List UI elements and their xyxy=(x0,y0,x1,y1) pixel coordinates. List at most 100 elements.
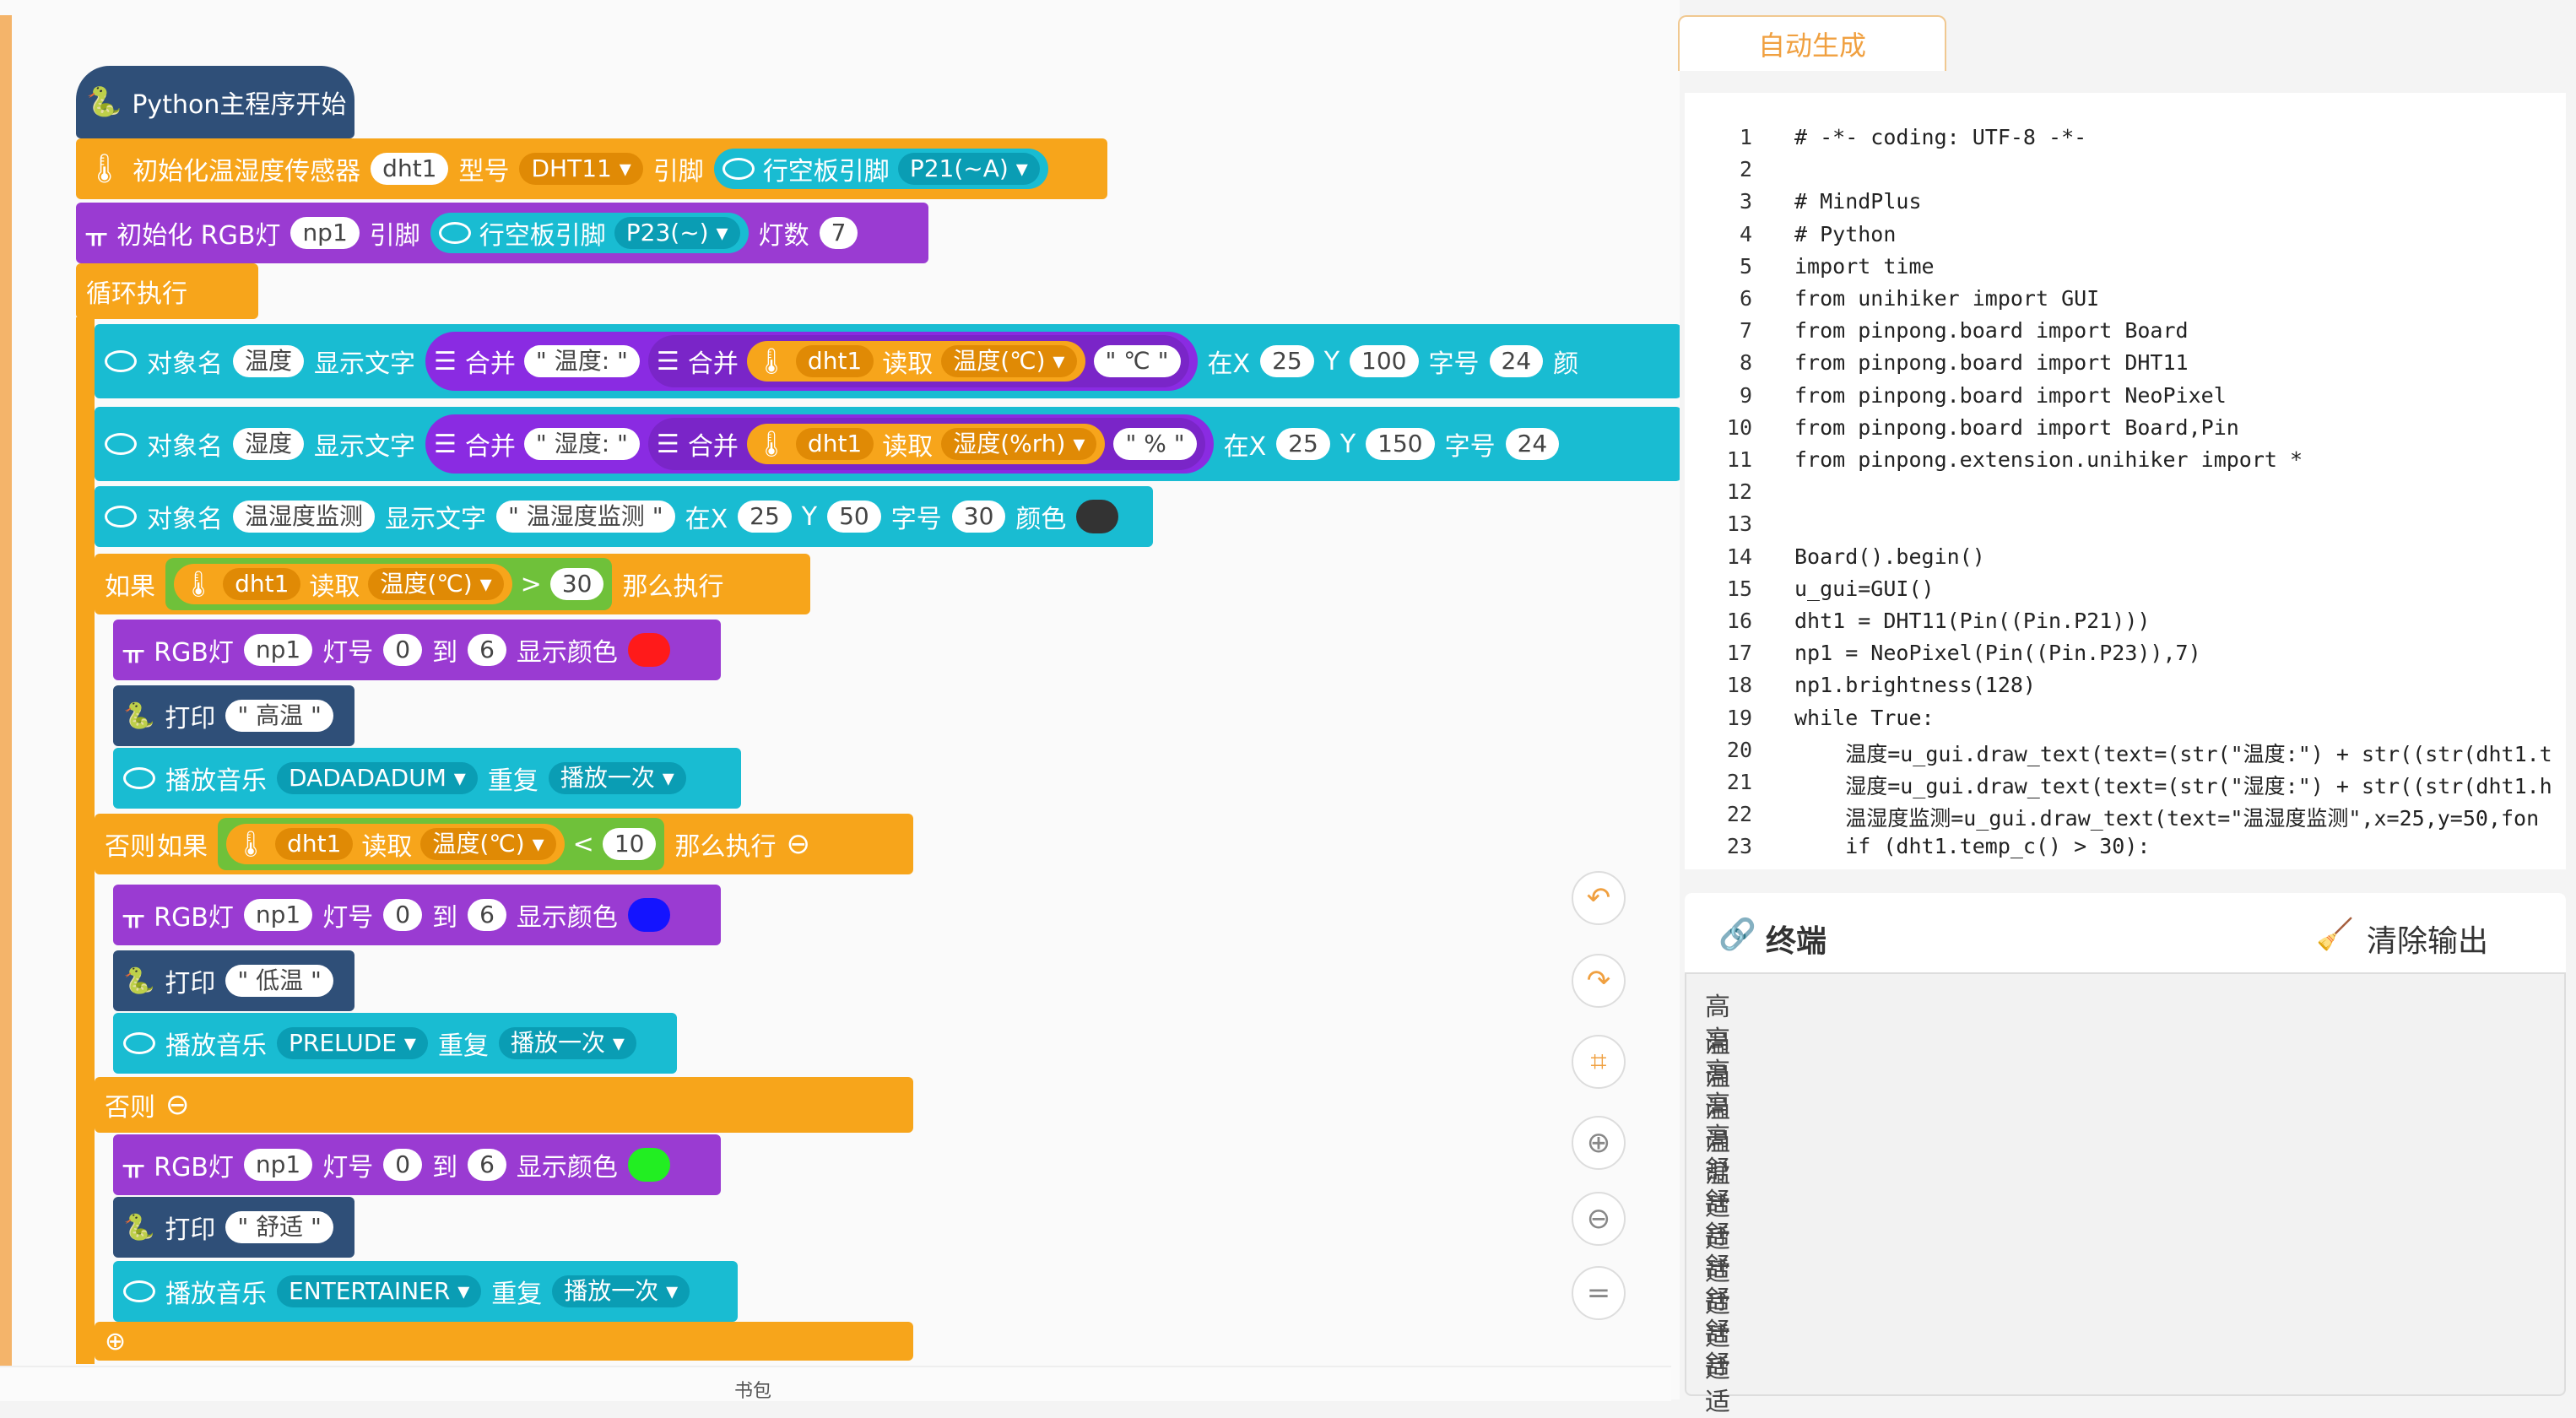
code-line[interactable]: np1 = NeoPixel(Pin((Pin.P23)),7) xyxy=(1794,641,2201,666)
obj-field[interactable]: 温度 xyxy=(233,345,305,377)
unit-field[interactable]: " ℃ " xyxy=(1093,345,1181,377)
merge-block[interactable]: ☰ 合并 " 湿度: " ☰ 合并 🌡 dht1 读取 湿度(%rh) ▾ " … xyxy=(425,414,1214,474)
board-pin-block[interactable]: 行空板引脚 P23(~) ▾ xyxy=(430,213,749,253)
tab-auto-generate[interactable]: 自动生成 xyxy=(1678,15,1946,71)
remove-branch-icon[interactable]: ⊖ xyxy=(786,827,810,861)
x-field[interactable]: 25 xyxy=(738,501,792,533)
reset-zoom-icon[interactable]: = xyxy=(1572,1266,1626,1320)
to-field[interactable]: 6 xyxy=(468,1149,506,1181)
to-field[interactable]: 6 xyxy=(468,634,506,666)
code-line[interactable]: while True: xyxy=(1794,705,1935,730)
string-field[interactable]: " 温湿度监测 " xyxy=(496,501,675,533)
string-field[interactable]: " 温度: " xyxy=(523,345,640,377)
else-block[interactable]: 否则 ⊖ xyxy=(95,1077,913,1133)
repeat-dropdown[interactable]: 播放一次 ▾ xyxy=(552,1275,690,1307)
obj-field[interactable]: 湿度 xyxy=(233,428,305,460)
remove-branch-icon[interactable]: ⊖ xyxy=(165,1088,190,1122)
model-dropdown[interactable]: DHT11 ▾ xyxy=(519,153,643,185)
y-field[interactable]: 100 xyxy=(1350,345,1419,377)
np-field[interactable]: np1 xyxy=(243,899,313,931)
color-swatch[interactable] xyxy=(1076,500,1119,533)
merge-inner-block[interactable]: ☰ 合并 🌡 dht1 读取 湿度(%rh) ▾ " % " xyxy=(647,418,1205,470)
init-dht-block[interactable]: 🌡 初始化温湿度传感器 dht1 型号 DHT11 ▾ 引脚 行空板引脚 P21… xyxy=(76,138,1107,199)
compare-block[interactable]: 🌡 dht1 读取 温度(℃) ▾ < 10 xyxy=(218,818,665,870)
from-field[interactable]: 0 xyxy=(383,1149,423,1181)
np-field[interactable]: np1 xyxy=(243,634,313,666)
board-pin-block[interactable]: 行空板引脚 P21(~A) ▾ xyxy=(713,149,1048,189)
backpack-label[interactable]: 书包 xyxy=(734,1381,772,1402)
code-line[interactable]: if (dht1.temp_c() > 30): xyxy=(1794,834,2151,859)
clear-icon[interactable]: 🧹 xyxy=(2316,917,2354,952)
clear-output-button[interactable]: 清除输出 xyxy=(2367,924,2489,959)
to-field[interactable]: 6 xyxy=(468,899,506,931)
count-field[interactable]: 7 xyxy=(819,217,858,249)
repeat-dropdown[interactable]: 播放一次 ▾ xyxy=(498,1027,636,1059)
x-field[interactable]: 25 xyxy=(1276,428,1330,460)
code-line[interactable]: u_gui=GUI() xyxy=(1794,576,1935,601)
y-field[interactable]: 150 xyxy=(1366,428,1435,460)
play-music-block-2[interactable]: 播放音乐 PRELUDE ▾ 重复 播放一次 ▾ xyxy=(113,1013,677,1074)
block-workspace[interactable]: 🐍 Python主程序开始 🌡 初始化温湿度传感器 dht1 型号 DHT11 … xyxy=(0,0,1680,1399)
code-line[interactable]: from pinpong.board import Board,Pin xyxy=(1794,414,2239,440)
size-field[interactable]: 30 xyxy=(951,501,1006,533)
dht-read-block[interactable]: 🌡 dht1 读取 温度(℃) ▾ xyxy=(226,824,565,864)
dht-field[interactable]: dht1 xyxy=(223,568,301,600)
from-field[interactable]: 0 xyxy=(383,899,423,931)
size-field[interactable]: 24 xyxy=(1489,345,1544,377)
play-music-block-1[interactable]: 播放音乐 DADADADUM ▾ 重复 播放一次 ▾ xyxy=(113,748,741,809)
color-swatch-red[interactable] xyxy=(627,633,670,667)
color-swatch-green[interactable] xyxy=(627,1148,670,1182)
value-field[interactable]: 30 xyxy=(549,568,604,600)
repeat-dropdown[interactable]: 播放一次 ▾ xyxy=(548,762,686,794)
code-line[interactable]: # -*- coding: UTF-8 -*- xyxy=(1794,125,2087,149)
print-block-2[interactable]: 🐍 打印 " 低温 " xyxy=(113,950,354,1011)
size-field[interactable]: 24 xyxy=(1505,428,1560,460)
obj-field[interactable]: 温湿度监测 xyxy=(233,501,376,533)
prop-dropdown[interactable]: 温度(℃) ▾ xyxy=(368,568,504,600)
print-block-1[interactable]: 🐍 打印 " 高温 " xyxy=(113,685,354,746)
dht-field[interactable]: dht1 xyxy=(795,428,874,460)
backpack-bar[interactable] xyxy=(0,1366,1671,1401)
operator[interactable]: < xyxy=(572,829,594,859)
print-text-field[interactable]: " 高温 " xyxy=(225,700,333,732)
zoom-out-icon[interactable]: ⊖ xyxy=(1572,1192,1626,1246)
dht-name-field[interactable]: dht1 xyxy=(371,153,449,185)
crop-icon[interactable]: ⌗ xyxy=(1572,1035,1626,1089)
np-name-field[interactable]: np1 xyxy=(290,217,360,249)
code-line[interactable]: dht1 = DHT11(Pin((Pin.P21))) xyxy=(1794,609,2151,633)
code-line[interactable]: from pinpong.board import Board xyxy=(1794,318,2189,344)
draw-text-temp-block[interactable]: 对象名 温度 显示文字 ☰ 合并 " 温度: " ☰ 合并 🌡 dht1 读取 … xyxy=(95,324,1680,398)
code-line[interactable]: from pinpong.board import DHT11 xyxy=(1794,350,2189,376)
np-field[interactable]: np1 xyxy=(243,1149,313,1181)
pin-dropdown[interactable]: P21(~A) ▾ xyxy=(897,153,1040,185)
init-rgb-block[interactable]: ᚂ 初始化 RGB灯 np1 引脚 行空板引脚 P23(~) ▾ 灯数 7 xyxy=(76,203,928,263)
dht-field[interactable]: dht1 xyxy=(275,828,354,860)
draw-text-humidity-block[interactable]: 对象名 湿度 显示文字 ☰ 合并 " 湿度: " ☰ 合并 🌡 dht1 读取 … xyxy=(95,407,1680,481)
merge-inner-block[interactable]: ☰ 合并 🌡 dht1 读取 温度(℃) ▾ " ℃ " xyxy=(647,335,1189,387)
tune-dropdown[interactable]: PRELUDE ▾ xyxy=(277,1027,428,1059)
redo-icon[interactable]: ↷ xyxy=(1572,954,1626,1008)
prop-dropdown[interactable]: 温度(℃) ▾ xyxy=(941,345,1077,377)
rgb-set-block-2[interactable]: ᚂ RGB灯 np1 灯号 0 到 6 显示颜色 xyxy=(113,885,721,945)
color-swatch-blue[interactable] xyxy=(627,898,670,932)
prop-dropdown[interactable]: 湿度(%rh) ▾ xyxy=(941,428,1097,460)
draw-text-title-block[interactable]: 对象名 温湿度监测 显示文字 " 温湿度监测 " 在X 25 Y 50 字号 3… xyxy=(95,486,1153,547)
play-music-block-3[interactable]: 播放音乐 ENTERTAINER ▾ 重复 播放一次 ▾ xyxy=(113,1261,738,1322)
code-line[interactable]: import time xyxy=(1794,253,1935,279)
code-line[interactable]: from pinpong.board import NeoPixel xyxy=(1794,382,2227,408)
code-line[interactable]: from unihiker import GUI xyxy=(1794,286,2100,311)
prop-dropdown[interactable]: 温度(℃) ▾ xyxy=(420,828,556,860)
y-field[interactable]: 50 xyxy=(827,501,881,533)
dht-read-block[interactable]: 🌡 dht1 读取 温度(℃) ▾ xyxy=(746,341,1085,382)
tune-dropdown[interactable]: DADADADUM ▾ xyxy=(277,762,478,794)
code-line[interactable]: np1.brightness(128) xyxy=(1794,673,2036,698)
print-text-field[interactable]: " 低温 " xyxy=(225,965,333,997)
code-line[interactable]: # Python xyxy=(1794,221,1897,246)
if-block[interactable]: 如果 🌡 dht1 读取 温度(℃) ▾ > 30 那么执行 xyxy=(95,554,810,614)
print-block-3[interactable]: 🐍 打印 " 舒适 " xyxy=(113,1197,354,1258)
else-if-block[interactable]: 否则 如果 🌡 dht1 读取 温度(℃) ▾ < 10 那么执行 ⊖ xyxy=(95,814,913,874)
x-field[interactable]: 25 xyxy=(1260,345,1314,377)
undo-icon[interactable]: ↶ xyxy=(1572,871,1626,925)
tune-dropdown[interactable]: ENTERTAINER ▾ xyxy=(277,1275,482,1307)
dht-read-block[interactable]: 🌡 dht1 读取 温度(℃) ▾ xyxy=(174,564,512,604)
